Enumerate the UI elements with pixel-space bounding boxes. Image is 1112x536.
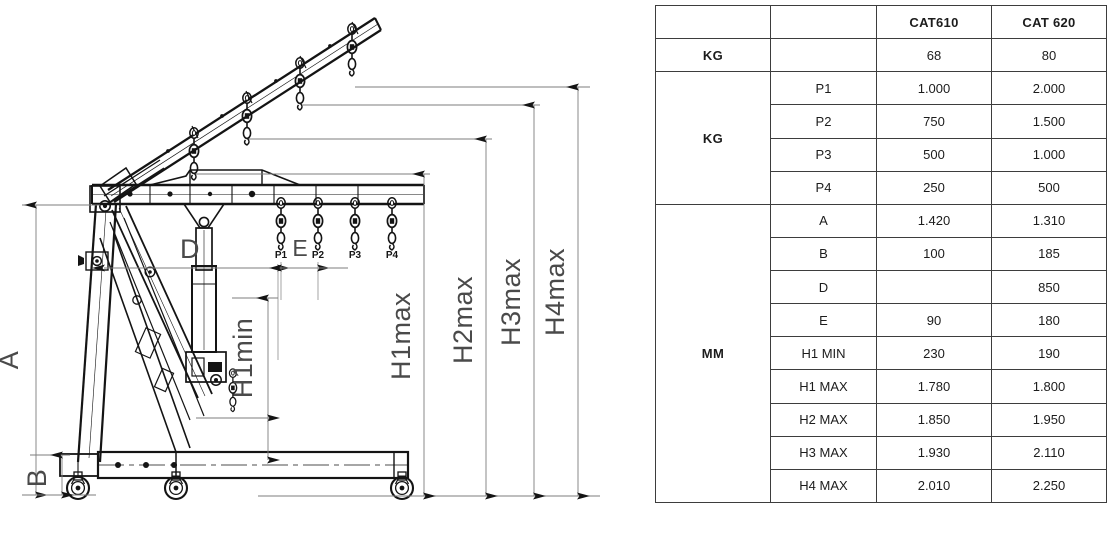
table-row: H4 MAX 2.010 2.250: [656, 468, 1107, 504]
header-model-cat610: CAT610: [876, 4, 992, 40]
param-b: B: [770, 236, 877, 272]
value-d-cat620: 850: [991, 269, 1107, 305]
value-p4-cat620: 500: [991, 170, 1107, 205]
param-h1min: H1 MIN: [770, 336, 877, 371]
hook-label-p2: P2: [312, 250, 325, 261]
value-p1-cat610: 1.000: [876, 71, 992, 106]
param-h4max: H4 MAX: [770, 468, 877, 504]
value-b-cat620: 185: [991, 236, 1107, 272]
table-row: D 850: [656, 269, 1107, 305]
table-header-row: CAT610 CAT 620: [655, 4, 1107, 40]
value-p2-cat610: 750: [876, 104, 992, 139]
param-p1: P1: [770, 71, 877, 106]
param-d: D: [770, 269, 877, 305]
table-row: P4 250 500: [656, 170, 1107, 205]
header-group-cell: [655, 4, 771, 40]
raised-boom-assembly: [98, 17, 382, 205]
dimension-b: B: [22, 451, 74, 499]
table-row: H1 MIN 230 190: [656, 336, 1107, 371]
value-a-cat610: 1.420: [876, 203, 992, 238]
table-row: H2 MAX 1.850 1.950: [656, 402, 1107, 437]
value-p2-cat620: 1.500: [991, 104, 1107, 139]
dimension-h4max: H4max: [355, 83, 590, 500]
value-a-cat620: 1.310: [991, 203, 1107, 238]
hook-label-p1: P1: [275, 250, 288, 261]
group-label-dimensions: MM: [655, 203, 771, 504]
specification-table: CAT610 CAT 620 KG 68 80 KG P1 1.000 2.00…: [655, 4, 1107, 504]
value-h1max-cat620: 1.800: [991, 369, 1107, 404]
param-h1max: H1 MAX: [770, 369, 877, 404]
dimension-h2max: H2max: [249, 135, 498, 500]
value-e-cat620: 180: [991, 303, 1107, 338]
param-h3max: H3 MAX: [770, 435, 877, 470]
dimension-label-a: A: [0, 351, 24, 370]
dimension-label-b: B: [22, 469, 52, 488]
param-a: A: [770, 203, 877, 238]
value-h1min-cat610: 230: [876, 336, 992, 371]
param-e: E: [770, 303, 877, 338]
param-p3: P3: [770, 137, 877, 172]
table-row: KG P1 1.000 2.000: [655, 71, 1107, 205]
dimension-label-h3max: H3max: [496, 258, 526, 346]
param-p2: P2: [770, 104, 877, 139]
value-h3max-cat610: 1.930: [876, 435, 992, 470]
dimension-e: E: [245, 235, 348, 300]
value-h3max-cat620: 2.110: [991, 435, 1107, 470]
value-p4-cat610: 250: [876, 170, 992, 205]
hook-label-p4: P4: [386, 250, 399, 261]
dimension-h1min: H1min: [196, 294, 280, 464]
value-h4max-cat620: 2.250: [991, 468, 1107, 504]
dimension-label-h4max: H4max: [540, 248, 570, 336]
value-e-cat610: 90: [876, 303, 992, 338]
value-d-cat610: [876, 269, 992, 305]
table-row: H1 MAX 1.780 1.800: [656, 369, 1107, 404]
dimension-label-e: E: [292, 235, 307, 261]
dimension-label-h1min: H1min: [228, 318, 258, 399]
crane-technical-drawing: P1 P2 P3 P4: [0, 17, 600, 501]
mast-column: [76, 185, 121, 463]
value-h1max-cat610: 1.780: [876, 369, 992, 404]
dimension-label-d: D: [180, 234, 200, 264]
value-p3-cat610: 500: [876, 137, 992, 172]
value-weight-cat610: 68: [876, 38, 992, 73]
dimension-label-h1max: H1max: [386, 292, 416, 380]
crane-drawing-svg: P1 P2 P3 P4: [0, 17, 600, 501]
param-p4: P4: [770, 170, 877, 205]
value-p1-cat620: 2.000: [991, 71, 1107, 106]
dimension-h3max: H3max: [302, 101, 546, 500]
param-weight: [770, 38, 877, 73]
value-h1min-cat620: 190: [991, 336, 1107, 371]
dimension-h1max: H1max: [196, 170, 436, 500]
header-model-cat620: CAT 620: [991, 4, 1107, 40]
value-h4max-cat610: 2.010: [876, 468, 992, 504]
value-h2max-cat610: 1.850: [876, 402, 992, 437]
table-row: B 100 185: [656, 236, 1107, 272]
dimension-label-h2max: H2max: [448, 276, 478, 364]
value-p3-cat620: 1.000: [991, 137, 1107, 172]
value-b-cat610: 100: [876, 236, 992, 272]
table-row: P3 500 1.000: [656, 137, 1107, 172]
hook-label-p3: P3: [349, 250, 362, 261]
group-label-capacity: KG: [655, 71, 771, 205]
value-h2max-cat620: 1.950: [991, 402, 1107, 437]
table-row: KG 68 80: [655, 38, 1107, 73]
param-h2max: H2 MAX: [770, 402, 877, 437]
value-weight-cat620: 80: [991, 38, 1107, 73]
group-label-weight: KG: [655, 38, 771, 73]
table-row: MM A 1.420 1.310: [655, 203, 1107, 504]
header-parameter-cell: [770, 4, 877, 40]
specification-table-panel: CAT610 CAT 620 KG 68 80 KG P1 1.000 2.00…: [655, 4, 1107, 504]
